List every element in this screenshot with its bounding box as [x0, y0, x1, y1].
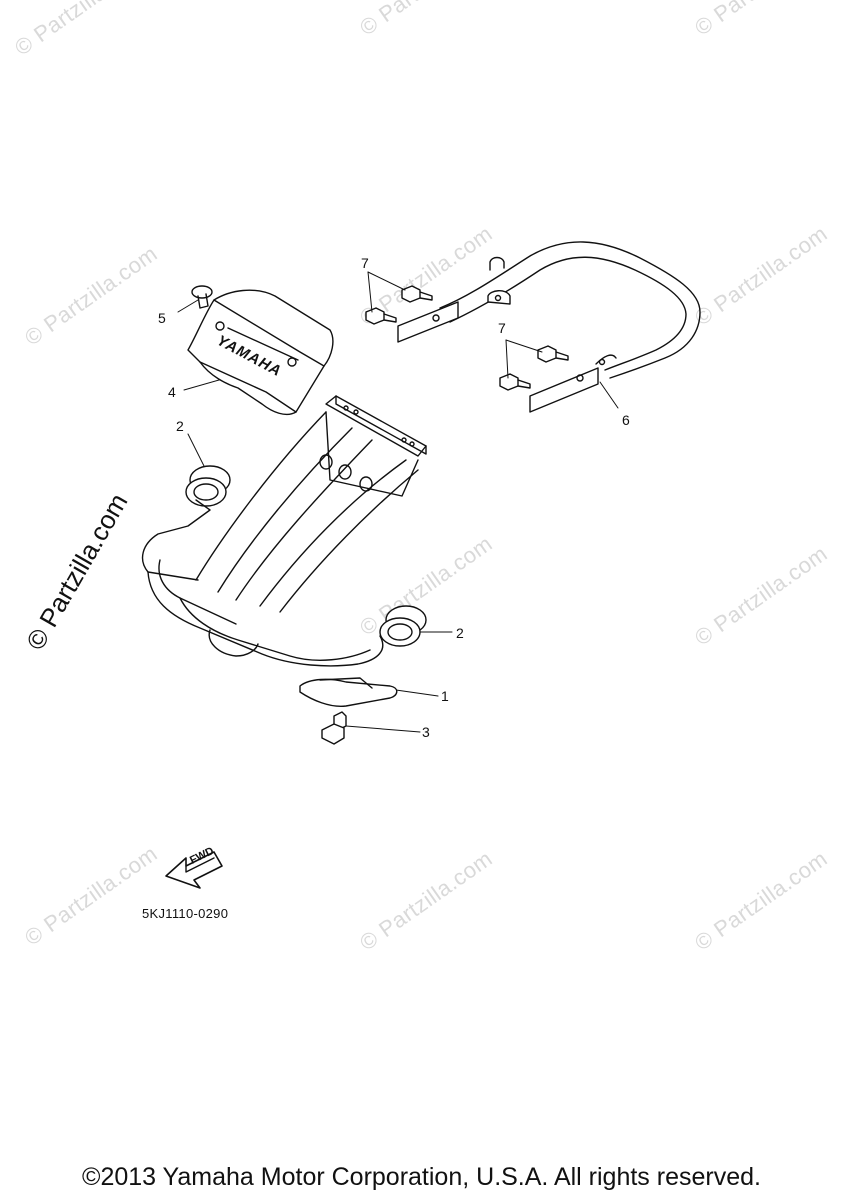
exhaust-pipe: [141, 395, 427, 707]
diagram-code: 5KJ1110-0290: [142, 906, 229, 921]
bolt-7-upper: [365, 285, 433, 325]
screw-5: [191, 285, 213, 309]
copyright-notice: ©2013 Yamaha Motor Corporation, U.S.A. A…: [82, 1163, 761, 1191]
callout-3: 3: [422, 724, 430, 740]
gasket-lower: [379, 605, 427, 647]
grab-bar: [397, 241, 701, 413]
callout-2-lower: 2: [456, 625, 464, 641]
callout-7-lower: 7: [498, 320, 506, 336]
bolt-3: [321, 711, 347, 745]
muffler-cover: [187, 289, 334, 416]
callout-1: 1: [441, 688, 449, 704]
callout-6: 6: [622, 412, 630, 428]
callout-2-upper: 2: [176, 418, 184, 434]
fwd-arrow-icon: [165, 851, 223, 889]
callout-4: 4: [168, 384, 176, 400]
callout-5: 5: [158, 310, 166, 326]
gasket-upper: [185, 465, 231, 507]
callout-7-upper: 7: [361, 255, 369, 271]
bolt-7-lower: [499, 345, 569, 391]
